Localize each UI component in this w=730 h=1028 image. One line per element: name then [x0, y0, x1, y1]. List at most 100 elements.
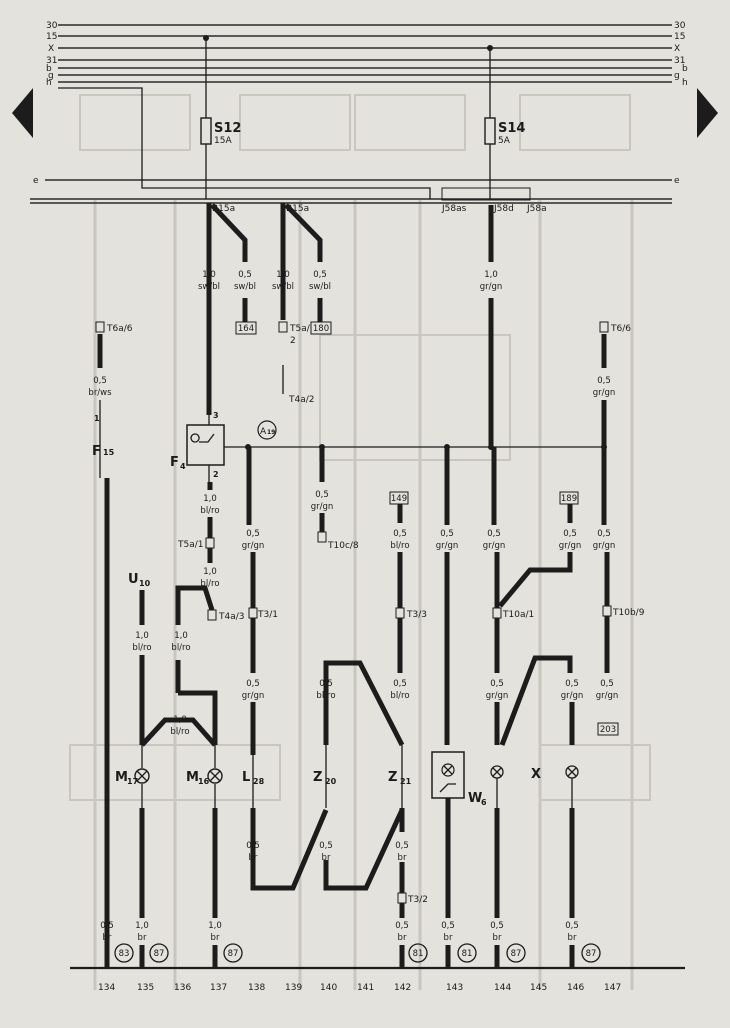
bus-label: 15	[674, 32, 685, 42]
svg-text:0,5: 0,5	[315, 490, 329, 500]
connector-label: J58a	[526, 204, 547, 214]
svg-text:0,5: 0,5	[395, 921, 409, 931]
svg-text:1,0: 1,0	[174, 631, 188, 641]
bus-lines	[30, 24, 672, 204]
svg-text:gr/gn: gr/gn	[311, 502, 334, 512]
svg-text:0,5: 0,5	[440, 529, 454, 539]
column-140-mid: 0,5 gr/gn T10c/8	[311, 447, 359, 551]
svg-text:0,5: 0,5	[490, 921, 504, 931]
column-144: 0,5 gr/gn T10a/1 0,5 gr/gn	[483, 447, 573, 745]
svg-text:3: 3	[213, 411, 219, 420]
bus-label: h	[682, 78, 688, 88]
svg-text:10: 10	[139, 579, 151, 588]
svg-text:16: 16	[198, 777, 210, 786]
svg-text:M: M	[186, 770, 199, 785]
svg-text:W: W	[468, 791, 482, 806]
j-line	[58, 87, 431, 199]
track-number: 140	[320, 983, 337, 993]
svg-text:br: br	[322, 853, 331, 863]
fuse-s14: S14 5A	[484, 45, 525, 199]
svg-text:br: br	[249, 853, 258, 863]
column-135: U 10 1,0 bl/ro 1,0 bl/ro	[128, 572, 217, 747]
svg-text:sw/bl: sw/bl	[234, 282, 256, 292]
column-137-mid: 1,0 bl/ro T5a/1 1,0 bl/ro T4a/3 1,0 bl/r…	[171, 482, 245, 745]
track-number: 144	[494, 983, 511, 993]
fuse-rating: 5A	[498, 136, 511, 146]
terminal-label: T6a/6	[106, 324, 133, 334]
connector-label: J58as	[441, 204, 467, 214]
column-142: 149 0,5 bl/ro T3/3 0,5 bl/ro	[389, 491, 427, 701]
svg-text:2: 2	[213, 470, 219, 479]
svg-text:sw/bl: sw/bl	[198, 282, 220, 292]
svg-text:0,5: 0,5	[246, 841, 260, 851]
svg-text:br: br	[493, 933, 502, 943]
svg-text:19: 19	[267, 429, 275, 436]
column-147: 0,5 gr/gn T10b/9 0,5 gr/gn 203	[593, 529, 645, 736]
svg-text:0,5: 0,5	[563, 529, 577, 539]
svg-text:0,5: 0,5	[313, 270, 327, 280]
prev-page-arrow[interactable]	[12, 88, 33, 138]
svg-text:0,5: 0,5	[238, 270, 252, 280]
lamp-146	[565, 765, 579, 808]
connector-label: B15a	[212, 204, 235, 214]
svg-text:0,5: 0,5	[565, 921, 579, 931]
track-number: 142	[394, 983, 411, 993]
svg-text:bl/ro: bl/ro	[171, 643, 190, 653]
track-number: 135	[137, 983, 154, 993]
fuse-name: S12	[214, 121, 241, 136]
svg-text:gr/gn: gr/gn	[559, 541, 582, 551]
terminal-label: T5a/1	[177, 540, 204, 550]
bus-label: e	[674, 176, 680, 186]
ref-box: 189	[561, 494, 577, 504]
svg-text:sw/bl: sw/bl	[309, 282, 331, 292]
ground-ref: 83	[119, 949, 130, 959]
svg-text:0,5: 0,5	[441, 921, 455, 931]
bus-labels-right: 30 15 X 31 b g h e	[674, 21, 688, 186]
bus-label: 30	[674, 21, 686, 31]
bus-label: 31	[674, 56, 685, 66]
lamp-l28: L 28	[242, 755, 265, 808]
terminal-label: T10c/8	[327, 541, 359, 551]
svg-text:gr/gn: gr/gn	[596, 691, 619, 701]
svg-text:0,5: 0,5	[246, 679, 260, 689]
track-number: 147	[604, 983, 621, 993]
connector-label: B15a	[286, 204, 309, 214]
terminal-label: T10a/1	[502, 610, 534, 620]
bus-label: 30	[46, 21, 58, 31]
ref-box: 164	[238, 324, 254, 334]
ground-ref: 87	[586, 949, 597, 959]
svg-text:6: 6	[481, 798, 487, 807]
track-number: 141	[357, 983, 374, 993]
svg-text:bl/ro: bl/ro	[390, 541, 409, 551]
bus-label: g	[48, 71, 54, 81]
svg-text:br: br	[398, 933, 407, 943]
svg-text:bl/ro: bl/ro	[132, 643, 151, 653]
bus-label: X	[48, 44, 54, 54]
load-row: M 17 M 16 L 28 Z 20 Z 21	[115, 745, 579, 808]
svg-text:A: A	[260, 427, 267, 437]
terminals-upper: T5a/ 2 T4a/2 T6a/6 T6/6	[95, 321, 631, 405]
terminal-label: T3/2	[407, 895, 428, 905]
ground-ref: 87	[228, 949, 239, 959]
svg-text:gr/gn: gr/gn	[593, 388, 616, 398]
svg-text:1,0: 1,0	[203, 567, 217, 577]
bus-labels-left: 30 15 X 31 b g h e	[33, 21, 58, 186]
bus-label: b	[682, 64, 688, 74]
track-number: 138	[248, 983, 265, 993]
bus-label: 15	[46, 32, 57, 42]
svg-text:U: U	[128, 572, 139, 587]
bus-label: 31	[46, 56, 57, 66]
svg-text:1,0: 1,0	[135, 631, 149, 641]
horn-z21: Z 21	[388, 745, 412, 808]
svg-text:15: 15	[103, 448, 115, 457]
svg-text:F: F	[170, 455, 179, 470]
svg-text:gr/gn: gr/gn	[480, 282, 503, 292]
track-number: 134	[98, 983, 115, 993]
svg-text:0,5: 0,5	[319, 841, 333, 851]
svg-text:Z: Z	[313, 770, 322, 785]
terminal-label: T5a/	[289, 324, 311, 334]
svg-text:L: L	[242, 770, 250, 785]
svg-text:1,0: 1,0	[135, 921, 149, 931]
next-page-arrow[interactable]	[697, 88, 718, 138]
